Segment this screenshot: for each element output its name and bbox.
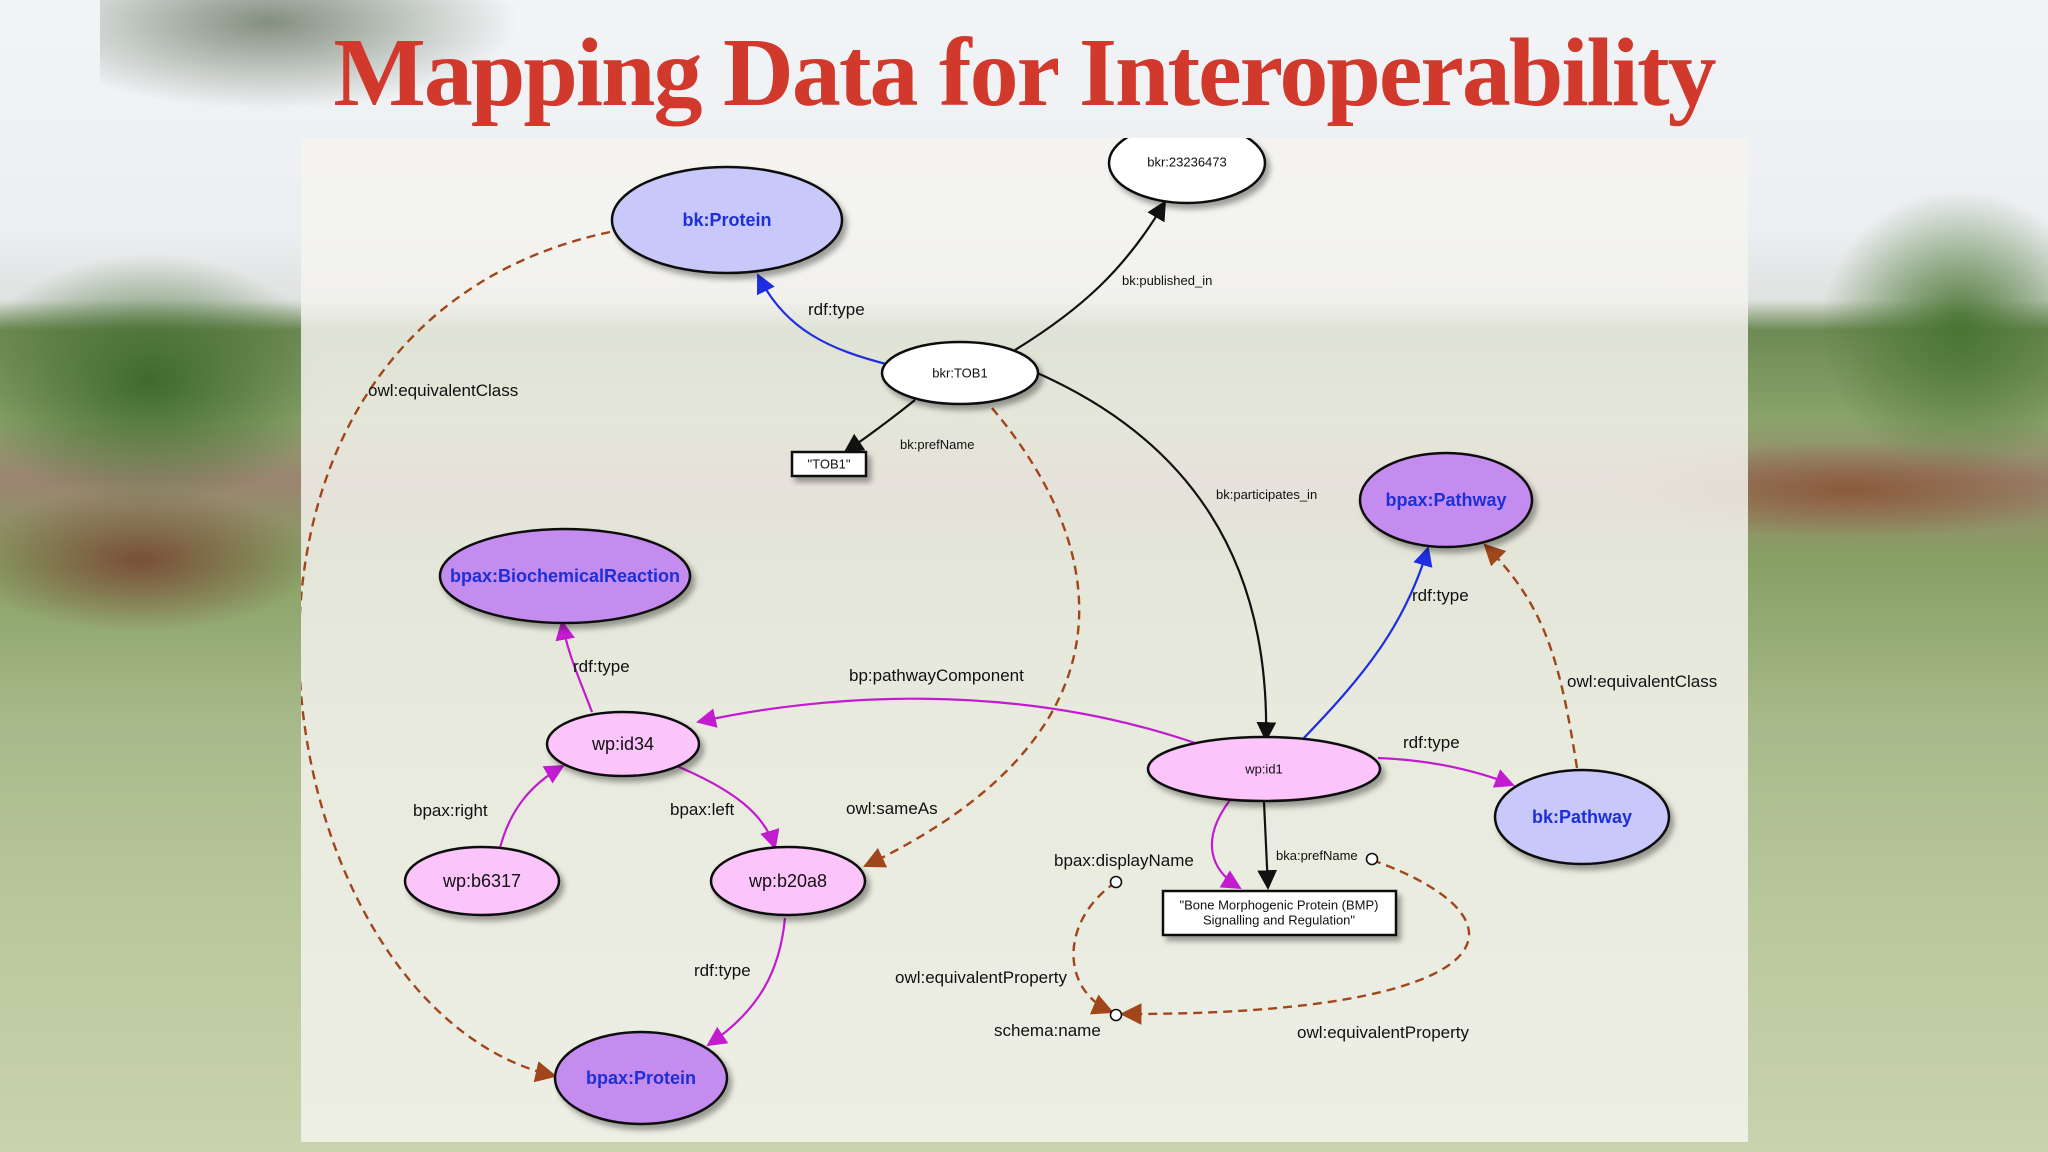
edge-wpid34-rdf-type-biochem: [555, 620, 594, 713]
node-wp-id1-label: wp:id1: [1244, 761, 1283, 776]
rdf-mapping-diagram: bk:Protein bkr:23236473 bkr:TOB1 "TOB1" …: [301, 138, 1717, 1126]
label-bka-pref-name: bka:prefName: [1276, 848, 1358, 863]
node-bk-pathway[interactable]: bk:Pathway: [1493, 768, 1671, 866]
node-bkr-tob1[interactable]: bkr:TOB1: [880, 340, 1040, 406]
tree-canopy-decoration: [100, 0, 520, 110]
node-wp-b20a8-label: wp:b20a8: [748, 871, 827, 891]
node-bpax-protein[interactable]: bpax:Protein: [553, 1030, 729, 1126]
edge-bpax-left: [671, 762, 780, 850]
node-tob1-literal-label: "TOB1": [808, 456, 851, 471]
edge-owl-equivalent-property-right: [1119, 858, 1471, 1025]
label-owl-equivalent-property-right: owl:equivalentProperty: [1297, 1023, 1469, 1042]
label-pref-name: bk:prefName: [900, 437, 974, 452]
property-dot-display-name: [1109, 875, 1123, 889]
node-bmp-literal[interactable]: "Bone Morphogenic Protein (BMP) Signalli…: [1161, 889, 1398, 937]
edge-wpb20a8-rdf-type-bpax-protein: [706, 917, 787, 1047]
edge-tob1-participates-in: [1034, 370, 1277, 742]
node-bpax-pathway[interactable]: bpax:Pathway: [1358, 451, 1534, 549]
label-bpax-display-name: bpax:displayName: [1054, 851, 1194, 870]
node-bkr-pub-label: bkr:23236473: [1147, 154, 1227, 169]
label-rdf-type-biochem: rdf:type: [573, 657, 630, 676]
edge-wpid1-rdf-type-bk-pathway: [1377, 756, 1515, 788]
node-wp-b6317-label: wp:b6317: [442, 871, 521, 891]
label-participates-in: bk:participates_in: [1216, 487, 1317, 502]
edge-owl-equivalent-property-left: [1072, 881, 1117, 1015]
label-bpax-right: bpax:right: [413, 801, 488, 820]
node-bk-protein[interactable]: bk:Protein: [610, 165, 844, 275]
edge-owl-equivalent-class-left: [301, 230, 611, 1083]
label-owl-equivalent-property-left: owl:equivalentProperty: [895, 968, 1067, 987]
property-dot-schema-name: [1109, 1008, 1123, 1022]
edge-owl-equivalent-class-right: [1483, 543, 1579, 769]
label-rdf-type-bk-pathway: rdf:type: [1403, 733, 1460, 752]
label-owl-same-as: owl:sameAs: [846, 799, 938, 818]
label-rdf-type-bpax-protein: rdf:type: [694, 961, 751, 980]
property-dot-bka-pref-name: [1365, 852, 1379, 866]
node-bpax-pathway-label: bpax:Pathway: [1385, 490, 1506, 510]
edge-owl-same-as: [863, 407, 1081, 868]
edge-tob1-rdf-type-bk-protein: [756, 273, 891, 367]
diagram-panel: bk:Protein bkr:23236473 bkr:TOB1 "TOB1" …: [301, 138, 1748, 1142]
label-pathway-component: bp:pathwayComponent: [849, 666, 1024, 685]
label-bpax-left: bpax:left: [670, 800, 735, 819]
node-bpax-biochemical-reaction[interactable]: bpax:BiochemicalReaction: [438, 527, 692, 625]
label-owl-equivalent-class-left: owl:equivalentClass: [368, 381, 518, 400]
node-bmp-literal-line1: "Bone Morphogenic Protein (BMP): [1180, 897, 1379, 912]
label-rdf-type-protein: rdf:type: [808, 300, 865, 319]
node-wp-id1[interactable]: wp:id1: [1146, 735, 1382, 803]
edge-bpax-right: [498, 765, 565, 849]
node-bpax-biochemical-reaction-label: bpax:BiochemicalReaction: [450, 566, 680, 586]
edge-bpax-display-name: [1210, 799, 1242, 890]
node-wp-b6317[interactable]: wp:b6317: [403, 845, 561, 917]
node-wp-id34[interactable]: wp:id34: [545, 710, 701, 778]
label-owl-equivalent-class-right: owl:equivalentClass: [1567, 672, 1717, 691]
edge-pathway-component: [696, 697, 1196, 745]
node-bmp-literal-line2: Signalling and Regulation": [1203, 912, 1355, 927]
label-published-in: bk:published_in: [1122, 273, 1212, 288]
slide-title: Mapping Data for Interoperability: [333, 19, 1716, 127]
node-tob1-literal[interactable]: "TOB1": [790, 450, 868, 478]
node-wp-b20a8[interactable]: wp:b20a8: [709, 845, 867, 917]
label-schema-name: schema:name: [994, 1021, 1101, 1040]
edge-bka-pref-name: [1257, 801, 1278, 890]
label-rdf-type-pathway-blue: rdf:type: [1412, 586, 1469, 605]
node-bpax-protein-label: bpax:Protein: [586, 1068, 696, 1088]
node-bkr-pub[interactable]: bkr:23236473: [1107, 138, 1267, 205]
node-wp-id34-label: wp:id34: [591, 734, 654, 754]
node-bkr-tob1-label: bkr:TOB1: [932, 365, 987, 380]
edge-tob1-published-in: [1014, 200, 1167, 351]
node-bk-protein-label: bk:Protein: [682, 210, 771, 230]
edge-tob1-pref-name: [843, 399, 916, 454]
node-bk-pathway-label: bk:Pathway: [1532, 807, 1632, 827]
edge-wpid1-rdf-type-bpax-pathway: [1299, 546, 1433, 743]
